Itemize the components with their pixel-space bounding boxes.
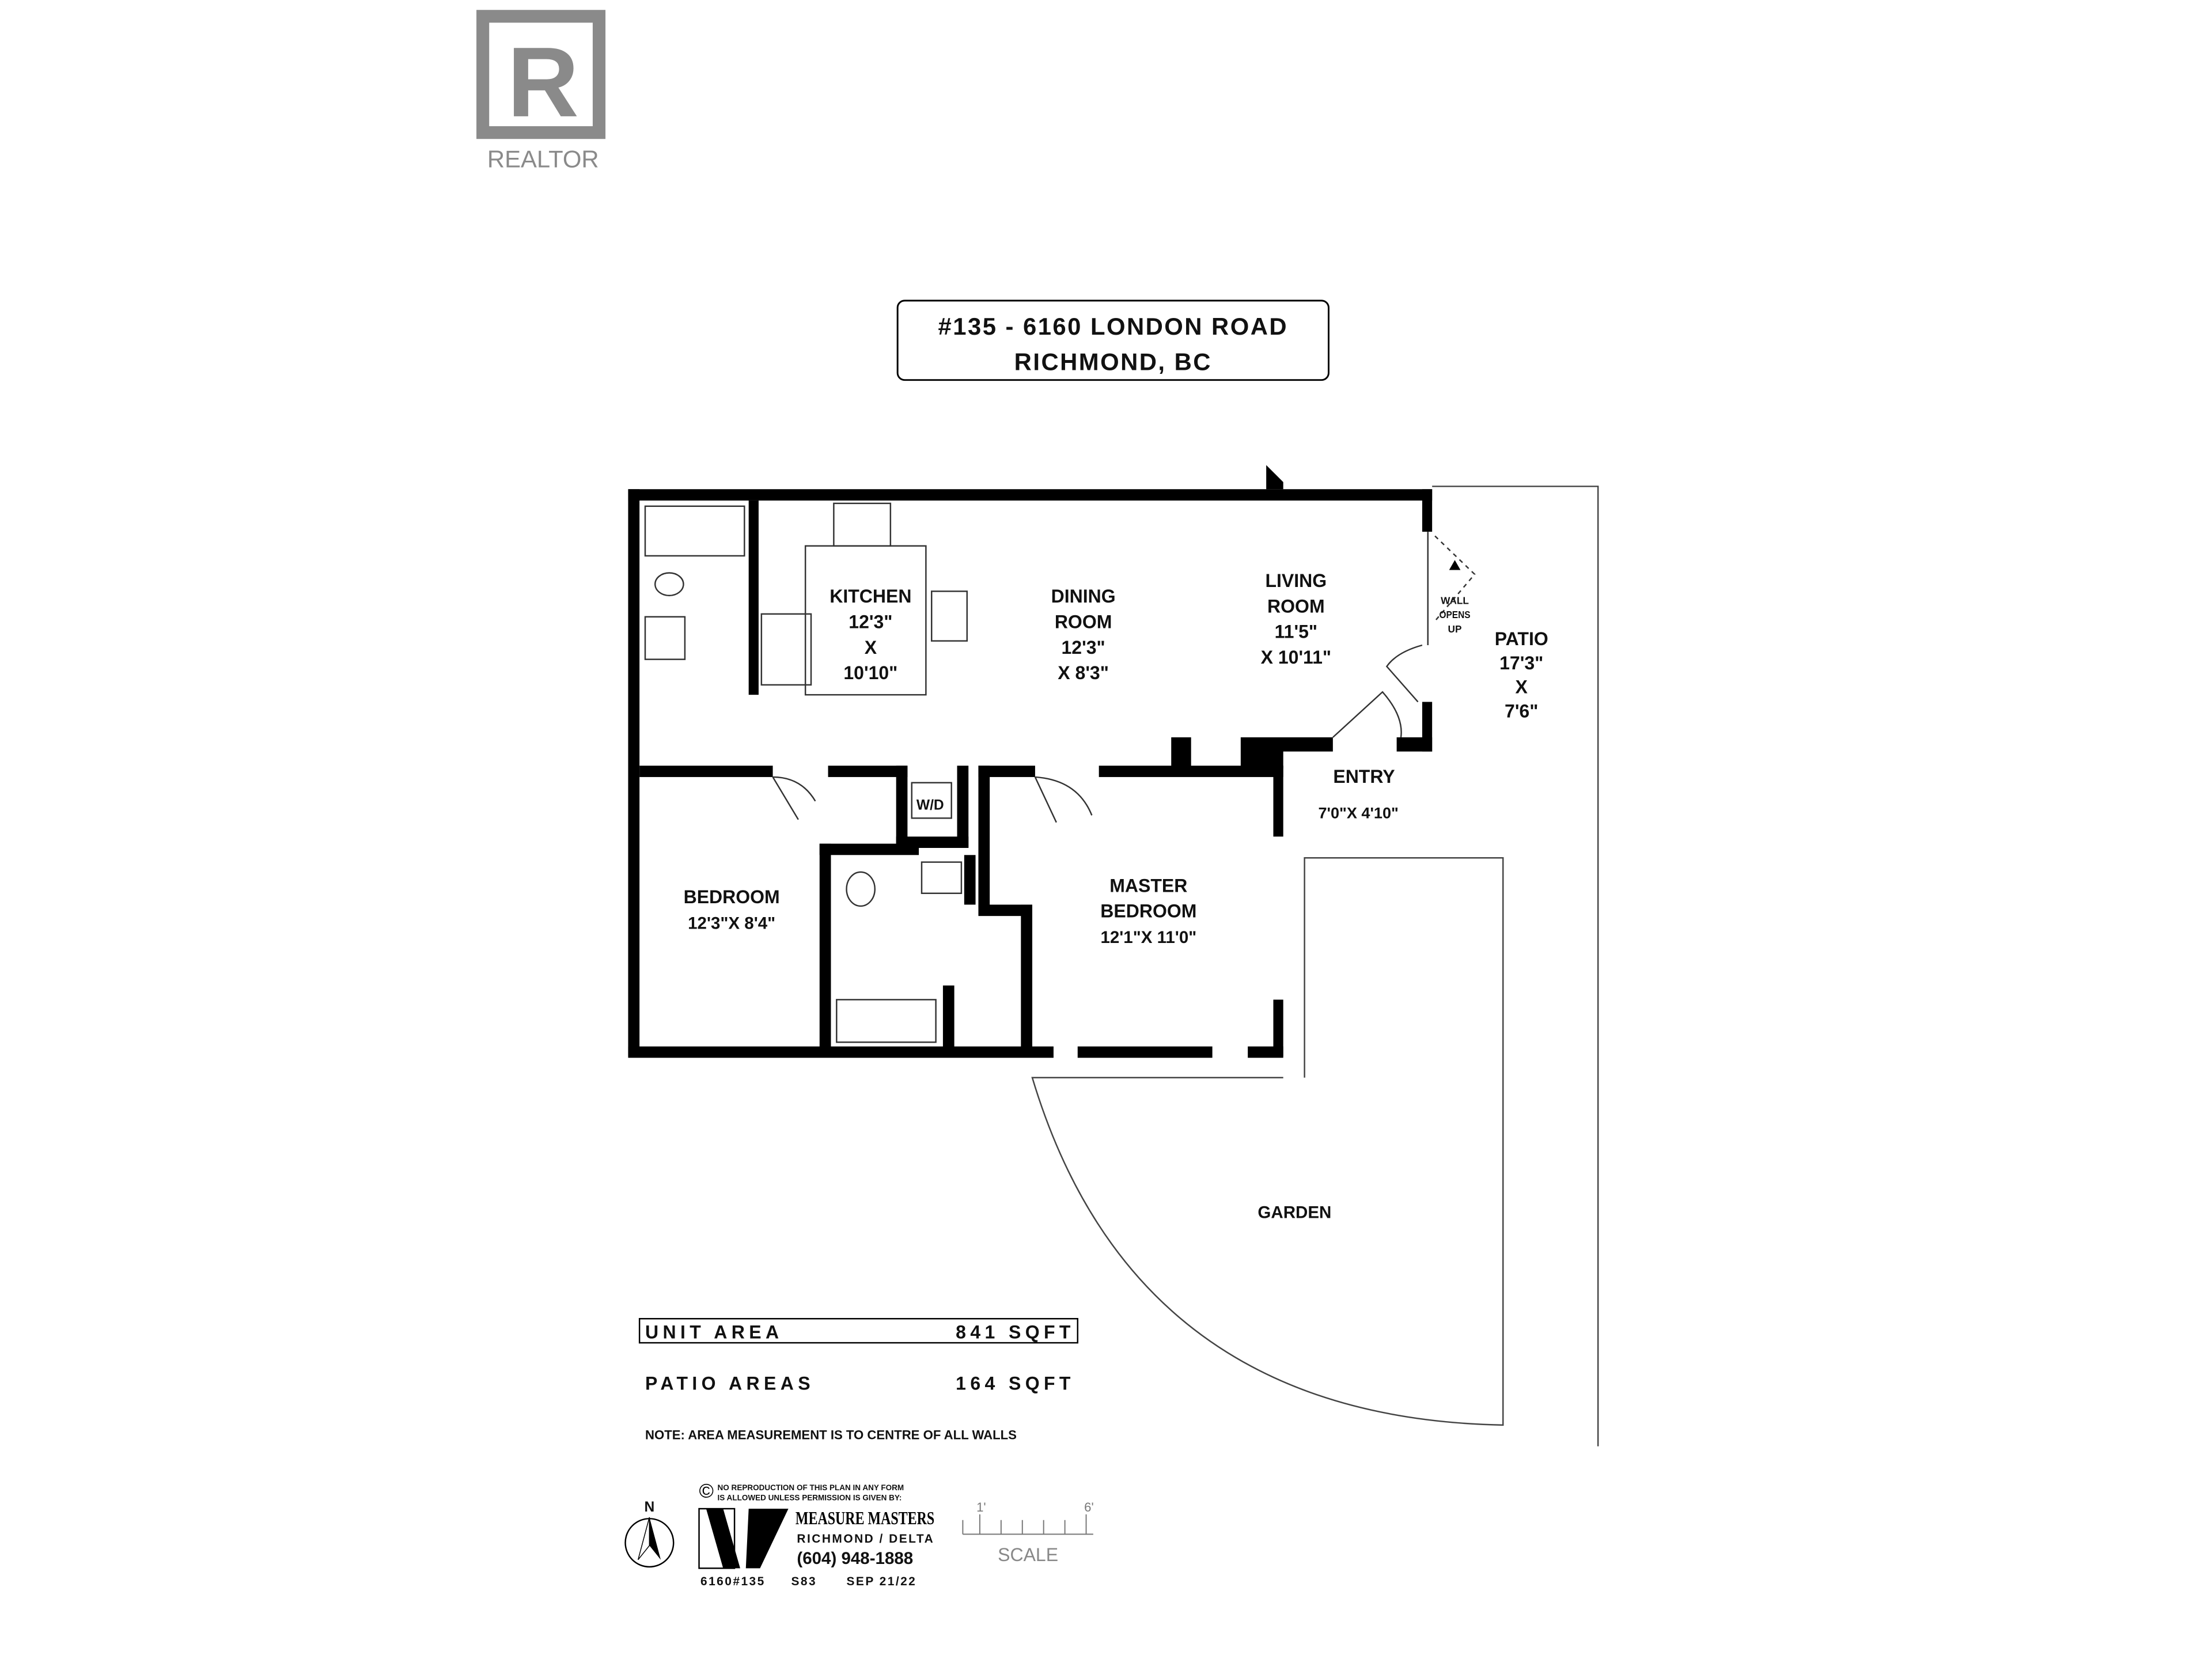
areas-unit_value-text: 841 SQFT — [956, 1322, 1075, 1343]
footer-code-text: S83 — [791, 1575, 817, 1588]
rooms-master-name1-text: MASTER — [1109, 875, 1187, 896]
rooms-bedroom-name-text: BEDROOM — [684, 887, 780, 907]
vanity-icon — [921, 861, 963, 895]
rooms-wall_note-2-text: UP — [1448, 623, 1462, 635]
rooms-dining-dim2-text: X 8'3" — [1058, 662, 1109, 683]
address-title: #135 - 6160 LONDON ROAD RICHMOND, BC — [896, 300, 1330, 381]
footer-copyright_line1-text: NO REPRODUCTION OF THIS PLAN IN ANY FORM — [718, 1483, 904, 1492]
realtor-logo: R REALTOR — [476, 10, 606, 172]
footer-date-text: SEP 21/22 — [847, 1575, 917, 1588]
area-summary: UNIT AREA 841 SQFT PATIO AREAS 164 SQFT … — [638, 1318, 1078, 1442]
areas-patio_label-text: PATIO AREAS — [645, 1373, 815, 1393]
walls — [628, 465, 1433, 1058]
shower-icon — [836, 999, 937, 1043]
room-labels: KITCHEN 12'3" X 10'10" DINING ROOM 12'3"… — [684, 570, 1548, 1222]
footer-copyright_line2-text: IS ALLOWED UNLESS PERMISSION IS GIVEN BY… — [718, 1493, 902, 1502]
title-line2-text: RICHMOND, BC — [1014, 348, 1212, 375]
rooms-entry-name-text: ENTRY — [1333, 766, 1395, 787]
footer-scale_label-text: SCALE — [998, 1544, 1058, 1565]
washer-dryer-icon — [911, 782, 952, 819]
rooms-patio-dim1-text: 17'3" — [1499, 653, 1543, 673]
fixtures — [644, 502, 1476, 1043]
scale-bar — [962, 1514, 1093, 1535]
rooms-patio-name-text: PATIO — [1495, 628, 1548, 649]
rooms-kitchen-x-text: X — [865, 637, 877, 658]
areas-note-text: NOTE: AREA MEASUREMENT IS TO CENTRE OF A… — [645, 1427, 1017, 1442]
realtor-mark: R — [507, 26, 579, 138]
rooms-wd-text: W/D — [916, 798, 944, 813]
title-line1-text: #135 - 6160 LONDON ROAD — [938, 313, 1289, 340]
garden-outline — [1031, 857, 1504, 1426]
footer-company-text: MEASURE MASTERS — [796, 1508, 934, 1528]
rooms-living-name2-text: ROOM — [1267, 596, 1325, 616]
sink-icon — [644, 616, 686, 660]
rooms-dining-dim1-text: 12'3" — [1062, 637, 1105, 658]
kitchen-sink-icon — [931, 590, 968, 642]
footer-scale_start-text: 1' — [976, 1500, 986, 1514]
footer-scale_end-text: 6' — [1084, 1500, 1094, 1514]
patio-outline — [1432, 486, 1599, 1446]
rooms-dining-name1-text: DINING — [1051, 586, 1116, 607]
kitchen-counter — [804, 545, 927, 696]
rooms-patio-dim2-text: 7'6" — [1505, 701, 1538, 722]
rooms-dining-name2-text: ROOM — [1055, 611, 1112, 632]
rooms-kitchen-dim2-text: 10'10" — [843, 662, 897, 683]
stove-icon — [833, 502, 892, 547]
realtor-wordmark: REALTOR — [487, 145, 599, 172]
rooms-wall_note-1-text: OPENS — [1439, 609, 1470, 620]
rooms-kitchen-name-text: KITCHEN — [830, 586, 911, 607]
rooms-kitchen-dim1-text: 12'3" — [849, 611, 892, 632]
rooms-entry-dim-text: 7'0"X 4'10" — [1318, 804, 1398, 821]
rooms-master-dim-text: 12'1"X 11'0" — [1100, 928, 1196, 947]
footer-north-text: N — [644, 1499, 654, 1515]
copyright-icon: © — [699, 1480, 714, 1502]
rooms-master-name2-text: BEDROOM — [1100, 901, 1196, 922]
arrow-up-icon — [1449, 560, 1461, 570]
footer: N © NO REPRODUCTION OF THIS PLAN IN ANY … — [624, 1480, 1094, 1588]
rooms-wall_note-0-text: WALL — [1441, 595, 1469, 607]
rooms-living-dim1-text: 11'5" — [1275, 622, 1317, 642]
toilet-icon-2 — [846, 871, 876, 907]
toilet-icon — [654, 572, 684, 597]
tub-icon — [644, 505, 745, 557]
rooms-patio-x-text: X — [1516, 677, 1528, 698]
rooms-garden-text: GARDEN — [1257, 1203, 1331, 1222]
footer-location-text: RICHMOND / DELTA — [797, 1532, 933, 1546]
footer-phone-text: (604) 948-1888 — [797, 1549, 913, 1568]
rooms-living-name1-text: LIVING — [1266, 570, 1327, 591]
rooms-bedroom-dim-text: 12'3"X 8'4" — [688, 914, 775, 933]
measure-masters-logo — [698, 1508, 789, 1569]
patio-door-swing — [1385, 644, 1423, 703]
areas-patio_value-text: 164 SQFT — [956, 1373, 1075, 1393]
entry-door-swing — [1332, 691, 1402, 738]
fridge-icon — [760, 613, 812, 686]
rooms-living-dim2-text: X 10'11" — [1261, 647, 1331, 668]
footer-ref-text: 6160#135 — [700, 1575, 766, 1588]
areas-unit_label-text: UNIT AREA — [645, 1322, 783, 1343]
